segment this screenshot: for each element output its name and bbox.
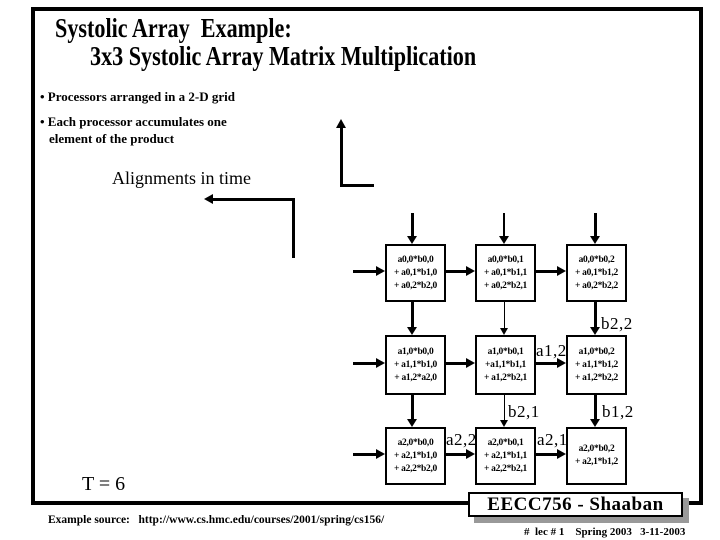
- formula-line: + a2,2*b2,1: [483, 463, 528, 474]
- formula-line: a1,0*b0,2: [578, 346, 615, 357]
- left-elbow-horizontal-segment: [212, 198, 295, 201]
- formula-line: a2,0*b0,1: [487, 437, 524, 448]
- formula-line: + a2,1*b1,2: [574, 457, 619, 467]
- up-arrowhead-icon: [336, 119, 346, 128]
- left-arrowhead-icon: [204, 194, 213, 204]
- formula-line: + a2,1*b1,0: [393, 450, 438, 461]
- processor-box-r2-c0: a2,0*b0,0 + a2,1*b1,0 + a2,2*b2,0: [385, 427, 446, 485]
- alignments-in-time-label: Alignments in time: [112, 168, 251, 188]
- formula-line: + a0,1*b1,0: [393, 267, 438, 278]
- formula-line: a1,0*b0,1: [487, 346, 524, 357]
- formula-line: + a0,2*b2,1: [483, 280, 528, 291]
- flow-label-b1-2: b1,2: [602, 402, 634, 421]
- course-badge-title: EECC756 - Shaaban: [487, 493, 664, 515]
- left-elbow-vertical-segment: [292, 198, 295, 258]
- up-elbow-horizontal-segment: [340, 184, 374, 187]
- formula-line: a0,0*b0,1: [487, 254, 524, 265]
- formula-line: + a2,1*b1,1: [483, 450, 528, 461]
- bullet-item-2-line2: element of the product: [49, 131, 175, 146]
- bullet-item-1: • Processors arranged in a 2-D grid: [40, 89, 235, 104]
- processor-box-r0-c2: a0,0*b0,2 + a0,1*b1,2 + a0,2*b2,2: [566, 244, 627, 302]
- slide-title-line2: 3x3 Systolic Array Matrix Multiplication: [90, 41, 477, 71]
- processor-box-r2-c2: a2,0*b0,2 + a2,1*b1,2: [566, 427, 627, 485]
- processor-box-r2-c1: a2,0*b0,1 + a2,1*b1,1 + a2,2*b2,1: [475, 427, 536, 485]
- flow-label-a1-2: a1,2: [536, 341, 567, 360]
- formula-line: +a1,1*b1,1: [485, 359, 526, 370]
- formula-line: + a0,2*b2,2: [574, 280, 619, 291]
- formula-line: + a0,2*b2,0: [393, 280, 438, 291]
- formula-line: + a1,2*b2,2: [574, 372, 619, 383]
- formula-line: a2,0*b0,2: [578, 444, 615, 454]
- processor-box-r1-c2: a1,0*b0,2 + a1,1*b1,2 + a1,2*b2,2: [566, 335, 627, 395]
- flow-label-b2-1: b2,1: [508, 402, 540, 421]
- formula-line: a0,0*b0,2: [578, 254, 615, 265]
- time-steps-label: T = 6: [82, 473, 126, 495]
- example-source-label: Example source: http://www.cs.hmc.edu/co…: [48, 514, 385, 526]
- formula-line: + a1,1*b1,0: [393, 359, 438, 370]
- formula-line: + a0,1*b1,1: [483, 267, 528, 278]
- up-elbow-vertical-segment: [340, 127, 343, 187]
- formula-line: + a1,2*a2,0: [394, 372, 437, 383]
- formula-line: a0,0*b0,0: [397, 254, 434, 265]
- formula-line: + a1,2*b2,1: [483, 372, 528, 383]
- course-badge: EECC756 - Shaaban: [468, 492, 683, 517]
- formula-line: a1,0*b0,0: [397, 346, 434, 357]
- processor-box-r1-c1: a1,0*b0,1 +a1,1*b1,1 + a1,2*b2,1: [475, 335, 536, 395]
- bullet-item-2-line1: • Each processor accumulates one: [40, 114, 227, 129]
- formula-line: a2,0*b0,0: [397, 437, 434, 448]
- processor-box-r0-c1: a0,0*b0,1 + a0,1*b1,1 + a0,2*b2,1: [475, 244, 536, 302]
- flow-label-a2-2: a2,2: [446, 430, 477, 449]
- formula-line: + a0,1*b1,2: [574, 267, 619, 278]
- slide-title-line1: Systolic Array Example:: [55, 13, 292, 43]
- flow-label-b2-2: b2,2: [601, 314, 633, 333]
- processor-box-r1-c0: a1,0*b0,0 + a1,1*b1,0 + a1,2*a2,0: [385, 335, 446, 395]
- flow-label-a2-1: a2,1: [537, 430, 568, 449]
- formula-line: + a1,1*b1,2: [574, 359, 619, 370]
- processor-box-r0-c0: a0,0*b0,0 + a0,1*b1,0 + a0,2*b2,0: [385, 244, 446, 302]
- formula-line: + a2,2*b2,0: [393, 463, 438, 474]
- lecture-footer-label: # lec # 1 Spring 2003 3-11-2003: [524, 526, 686, 538]
